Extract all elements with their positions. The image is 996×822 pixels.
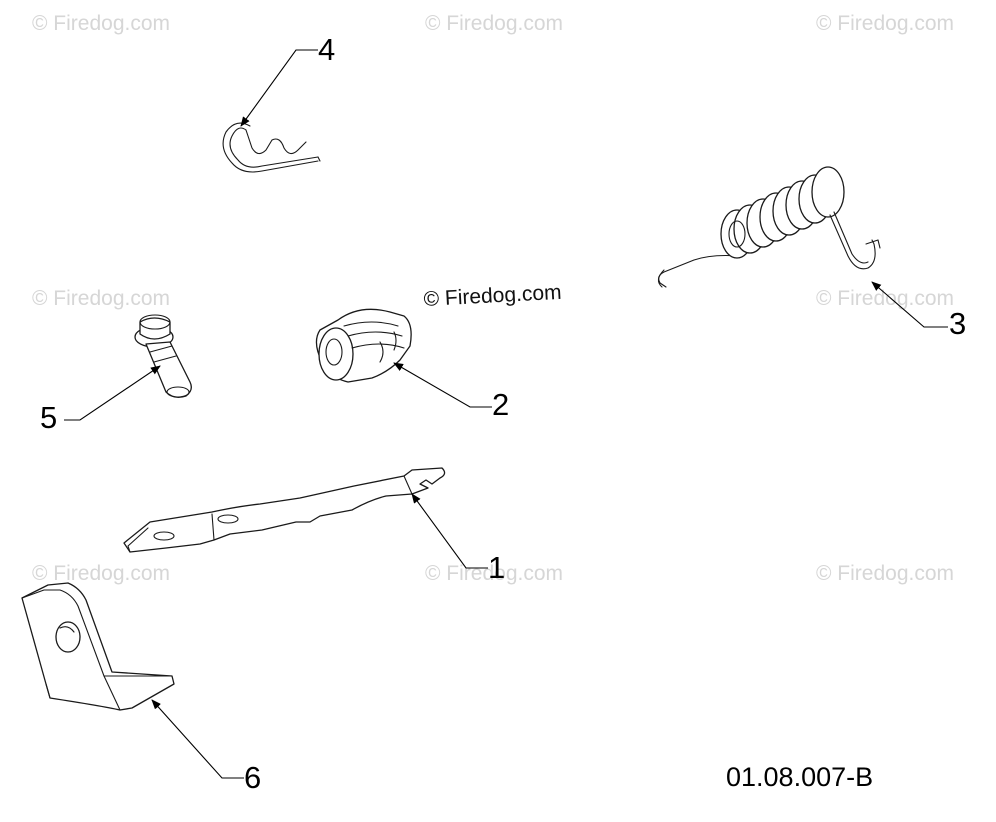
callout-number: 4 <box>318 32 335 67</box>
leader-line <box>393 362 492 408</box>
watermark-center: © Firedog.com <box>423 281 562 311</box>
leader-line <box>151 699 244 779</box>
diagram-id: 01.08.007-B <box>726 762 873 792</box>
callout-number: 1 <box>488 550 505 585</box>
watermark: © Firedog.com <box>816 562 954 585</box>
callout-2: 2 <box>393 362 509 422</box>
leader-line <box>64 365 161 421</box>
watermark: © Firedog.com <box>425 562 563 585</box>
leader-line <box>871 281 948 328</box>
watermark: © Firedog.com <box>816 12 954 35</box>
callout-number: 5 <box>40 400 57 435</box>
watermark: © Firedog.com <box>32 12 170 35</box>
watermark: © Firedog.com <box>816 287 954 310</box>
leader-line <box>240 49 318 127</box>
callout-number: 6 <box>244 760 261 795</box>
callout-number: 2 <box>492 387 509 422</box>
watermark: © Firedog.com <box>425 12 563 35</box>
callout-1: 1 <box>411 493 505 585</box>
callout-4: 4 <box>240 32 335 127</box>
part-lever-plate <box>123 467 446 553</box>
callout-6: 6 <box>151 699 261 795</box>
callout-5: 5 <box>40 365 161 435</box>
callout-number: 3 <box>949 306 966 341</box>
part-bushing <box>315 308 412 383</box>
leader-line <box>411 493 488 569</box>
watermark: © Firedog.com <box>32 287 170 310</box>
watermark-layer: © Firedog.com © Firedog.com © Firedog.co… <box>32 12 954 585</box>
part-flange-bolt <box>134 314 192 398</box>
part-extension-spring <box>657 166 881 288</box>
part-angle-bracket <box>21 582 175 711</box>
callout-3: 3 <box>871 281 966 341</box>
part-hairpin-clip <box>222 122 321 173</box>
spring-coils <box>720 166 845 259</box>
watermark: © Firedog.com <box>32 562 170 585</box>
